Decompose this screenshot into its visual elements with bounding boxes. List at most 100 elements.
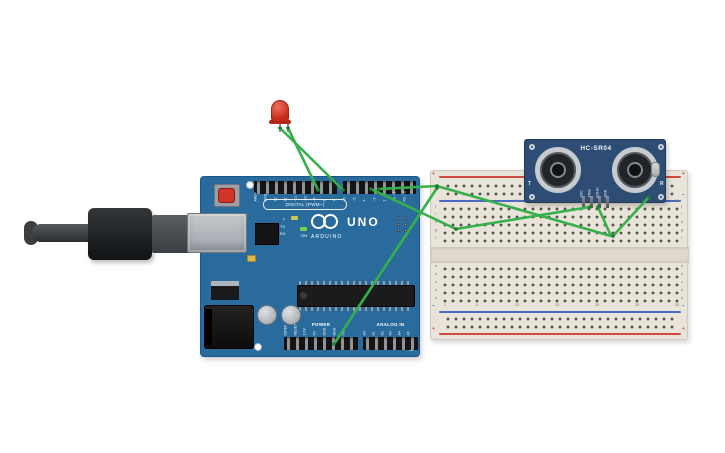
breadboard-row-letter: h	[435, 219, 438, 224]
sensor-pin-trig[interactable]	[590, 196, 593, 208]
wire-endpoint[interactable]	[278, 126, 282, 130]
breadboard-row-letter: i	[435, 211, 436, 216]
wire-endpoint[interactable]	[286, 126, 290, 130]
voltage-regulator-tab	[211, 281, 239, 286]
chip-pins	[299, 281, 413, 285]
wire-5v-to-rail[interactable]	[332, 186, 439, 346]
crystal-oscillator	[651, 162, 660, 177]
wire-endpoint[interactable]	[647, 195, 651, 199]
led-on-label: ON	[301, 233, 307, 238]
wire-endpoint[interactable]	[316, 188, 320, 192]
wire-endpoint[interactable]	[435, 186, 439, 190]
mounting-hole	[658, 144, 664, 150]
breadboard-row-letter: i	[681, 211, 682, 216]
capacitor	[257, 305, 277, 325]
breadboard-row-letter: e	[681, 263, 684, 268]
rail-polarity-mark: −	[682, 303, 685, 309]
mounting-hole	[658, 194, 664, 200]
breadboard-row-letter: b	[681, 287, 684, 292]
wire-endpoint[interactable]	[596, 205, 600, 209]
rail-polarity-mark: +	[432, 326, 435, 332]
wire-endpoint[interactable]	[369, 187, 373, 191]
arduino-logo-icon	[323, 214, 338, 229]
icsp-pin[interactable]	[404, 223, 407, 226]
wire-digital-pin-to-rail[interactable]	[377, 184, 439, 191]
breadboard-row-letter: g	[681, 227, 684, 232]
transducer-inner	[550, 162, 566, 178]
mounting-hole	[254, 343, 262, 351]
wire-endpoint[interactable]	[611, 234, 615, 238]
mounting-hole	[529, 144, 535, 150]
board-model-text: UNO	[347, 215, 380, 229]
power-jack[interactable]	[204, 305, 254, 349]
board-brand-text: ARDUINO	[311, 234, 343, 240]
breadboard-row-letter: j	[435, 203, 436, 208]
wire-led-cathode-to-digital-pin[interactable]	[286, 126, 320, 192]
rail-polarity-mark: +	[432, 171, 435, 177]
reset-button[interactable]	[218, 188, 235, 203]
terminal-block-bottom[interactable]	[441, 265, 681, 305]
digital-pwm-label: DIGITAL (PWM~)	[263, 199, 347, 210]
breadboard-column-number: 10	[514, 198, 520, 203]
wire-digital-pin-to-row[interactable]	[369, 187, 458, 231]
transducer-inner	[627, 162, 643, 178]
icsp-pin[interactable]	[397, 217, 400, 220]
mounting-hole	[529, 194, 535, 200]
analog-pin-header[interactable]	[363, 337, 418, 350]
wire-row-to-trig-pin[interactable]	[454, 205, 592, 231]
transmit-label: T	[528, 181, 532, 187]
breadboard-row-letter: b	[435, 287, 438, 292]
mounting-hole	[246, 181, 254, 189]
wire-sensor-gnd-branch[interactable]	[611, 195, 651, 238]
usb-port[interactable]	[187, 213, 247, 253]
wire-endpoint[interactable]	[332, 342, 336, 346]
breadboard-column-number: 15	[554, 302, 560, 307]
breadboard-row-letter: j	[681, 203, 682, 208]
breadboard-row-letter: f	[435, 235, 437, 240]
capacitor	[281, 305, 301, 325]
breadboard-column-number: 5	[475, 302, 479, 307]
voltage-regulator	[211, 286, 239, 300]
sensor-pin-vcc[interactable]	[582, 196, 585, 208]
icsp-pin[interactable]	[397, 229, 400, 232]
receive-label: R	[660, 181, 664, 187]
breadboard-column-number: 20	[594, 302, 600, 307]
breadboard-column-number: 30	[674, 302, 680, 307]
wire-led-anode-to-digital-pin[interactable]	[278, 126, 345, 192]
wire-endpoint[interactable]	[454, 227, 458, 231]
usb-controller-chip	[255, 223, 279, 245]
sensor-pin-echo[interactable]	[598, 196, 601, 208]
rail-polarity-mark: +	[682, 326, 685, 332]
transmitter-transducer	[535, 147, 581, 193]
negative-rail-line	[439, 311, 681, 313]
wire-rail-to-echo-pin[interactable]	[435, 184, 613, 238]
sensor-model-label: HC-SR04	[580, 145, 612, 152]
led-l-label: L	[283, 216, 286, 221]
led-on-indicator	[300, 227, 307, 231]
breadboard-row-letter: c	[681, 279, 683, 284]
wire-endpoint[interactable]	[588, 205, 592, 209]
usb-plug-metal	[152, 215, 190, 253]
icsp-pin[interactable]	[397, 223, 400, 226]
wire-endpoint[interactable]	[341, 188, 345, 192]
breadboard-row-letter: h	[681, 219, 684, 224]
icsp-pin[interactable]	[404, 217, 407, 220]
bottom-power-rail[interactable]	[444, 315, 676, 331]
usb-cable-cord	[32, 224, 92, 242]
icsp-pin[interactable]	[404, 229, 407, 232]
polyfuse	[247, 255, 256, 262]
rail-polarity-mark: −	[682, 192, 685, 198]
wire-endpoint[interactable]	[377, 187, 381, 191]
red-led[interactable]	[268, 98, 294, 134]
breadboard-row-letter: d	[681, 271, 684, 276]
rail-polarity-mark: +	[682, 171, 685, 177]
breadboard-row-letter: d	[435, 271, 438, 276]
power-pin-header[interactable]	[284, 337, 358, 350]
sensor-pin-gnd[interactable]	[606, 196, 609, 208]
analog-header-label: ANALOG IN	[376, 322, 405, 327]
breadboard-column-number: 10	[514, 302, 520, 307]
led-tx-label: TX	[280, 224, 286, 229]
